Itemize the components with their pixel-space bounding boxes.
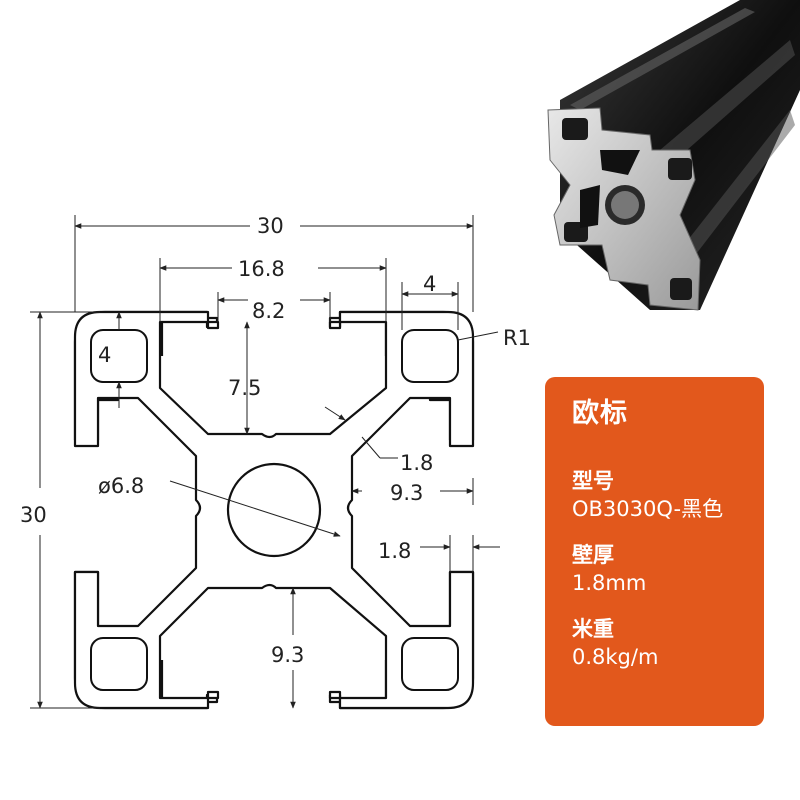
corner-holes [90, 329, 459, 691]
spec-thickness: 壁厚 1.8mm [572, 541, 764, 597]
dim-channel-span: 16.8 [238, 257, 285, 281]
model-label: 型号 [572, 469, 614, 493]
dim-wall-thickness: 1.8 [400, 451, 433, 475]
spec-weight: 米重 0.8kg/m [572, 615, 764, 671]
dim-corner-radius: R1 [503, 326, 531, 350]
thickness-label: 壁厚 [572, 543, 614, 567]
spec-card: 欧标 型号 OB3030Q-黑色 壁厚 1.8mm 米重 0.8kg/m [545, 377, 764, 726]
weight-value: 0.8kg/m [572, 645, 659, 669]
spec-model: 型号 OB3030Q-黑色 [572, 467, 764, 523]
dim-core-bottom: 9.3 [271, 643, 304, 667]
dim-flange-thickness: 1.8 [378, 539, 411, 563]
model-value: OB3030Q-黑色 [572, 497, 724, 521]
product-photo [547, 0, 800, 311]
thickness-value: 1.8mm [572, 571, 647, 595]
dim-overall-width: 30 [257, 214, 284, 238]
spec-card-title: 欧标 [572, 398, 628, 429]
dim-corner-hole-left: 4 [98, 343, 111, 367]
weight-label: 米重 [572, 617, 614, 641]
dim-corner-hole-top: 4 [423, 272, 436, 296]
dim-overall-height: 30 [20, 503, 47, 527]
center-bore [226, 462, 322, 558]
dim-slot-opening: 8.2 [252, 299, 285, 323]
dim-center-bore: ø6.8 [98, 474, 144, 498]
dim-slot-depth: 7.5 [228, 376, 261, 400]
dim-core-side: 9.3 [390, 481, 423, 505]
